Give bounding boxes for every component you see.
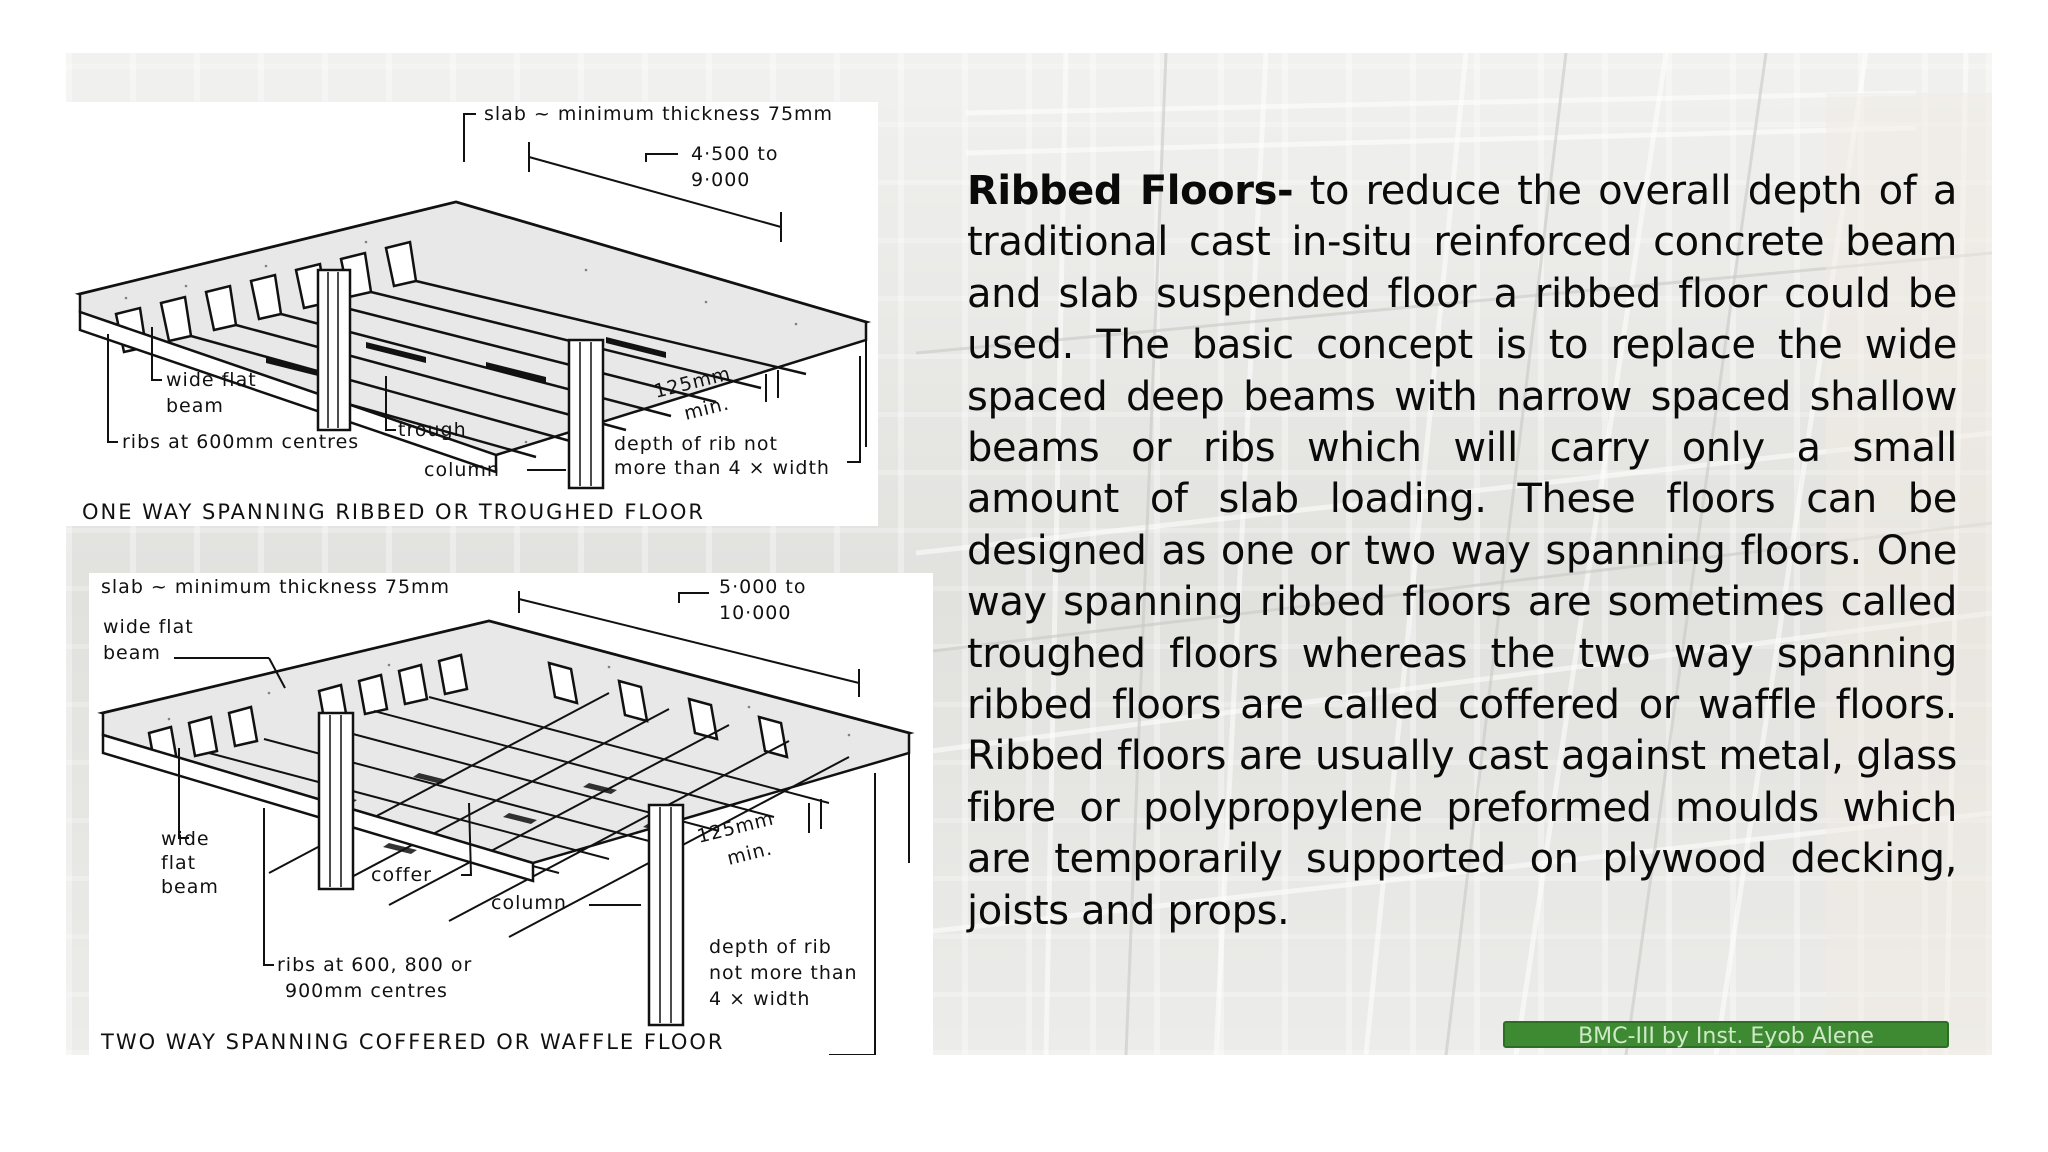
depth-rule-width-label: 4 × width [709, 988, 810, 1010]
ribs-centres-mm-label: 900mm centres [285, 980, 448, 1002]
span-range-bottom: 9·000 [691, 169, 750, 191]
wide-flat-beam-label: wide flat [166, 369, 257, 391]
column-label: column [424, 459, 500, 481]
wide-flat-beam-top-label: wide flat [103, 616, 194, 638]
rib-width-min-label: min. [725, 837, 775, 869]
ribs-centres-label: ribs at 600mm centres [122, 431, 359, 453]
two-way-waffle-floor-drawing: slab ~ minimum thickness 75mm 5·000 to 1… [97, 576, 915, 1055]
slide: slab ~ minimum thickness 75mm 4·500 to 9… [66, 53, 1992, 1055]
span-range-top: 5·000 to [719, 576, 807, 598]
depth-of-rib-label: depth of rib [709, 936, 832, 958]
two-way-waffle-floor-figure: slab ~ minimum thickness 75mm 5·000 to 1… [89, 573, 933, 1055]
rib-width-min-label: min. [682, 392, 732, 424]
figure-caption-two-way: TWO WAY SPANNING COFFERED OR WAFFLE FLOO… [100, 1030, 725, 1054]
slab-thickness-label: slab ~ minimum thickness 75mm [101, 576, 450, 598]
beam-top-label: beam [103, 642, 161, 664]
one-way-ribbed-floor-drawing: slab ~ minimum thickness 75mm 4·500 to 9… [74, 103, 872, 524]
flat-beam-left-label: flat [161, 852, 196, 874]
background-rebar-photo [915, 53, 1992, 1055]
slab-thickness-label: slab ~ minimum thickness 75mm [484, 103, 833, 125]
column-label: column [491, 892, 567, 914]
depth-of-rib-label: depth of rib not [614, 433, 778, 455]
footer-credit-badge: BMC-III by Inst. Eyob Alene [1503, 1021, 1949, 1049]
coffer-label: coffer [371, 864, 432, 886]
depth-rule-label: more than 4 × width [614, 457, 830, 479]
paragraph-body: to reduce the overall depth of a traditi… [967, 168, 1957, 934]
depth-rule-label: not more than [709, 962, 858, 984]
wide-beam-left-label: wide [161, 828, 210, 850]
beam-label: beam [166, 395, 224, 417]
figure-caption-one-way: ONE WAY SPANNING RIBBED OR TROUGHED FLOO… [82, 500, 705, 524]
span-range-bottom: 10·000 [719, 602, 791, 624]
span-range-top: 4·500 to [691, 143, 779, 165]
trough-label: trough [398, 419, 467, 441]
body-paragraph: Ribbed Floors- to reduce the overall dep… [967, 166, 1957, 937]
paragraph-heading: Ribbed Floors- [967, 168, 1294, 214]
one-way-ribbed-floor-figure: slab ~ minimum thickness 75mm 4·500 to 9… [66, 102, 878, 526]
beam-left-label: beam [161, 876, 219, 898]
ribs-centres-label: ribs at 600, 800 or [277, 954, 472, 976]
